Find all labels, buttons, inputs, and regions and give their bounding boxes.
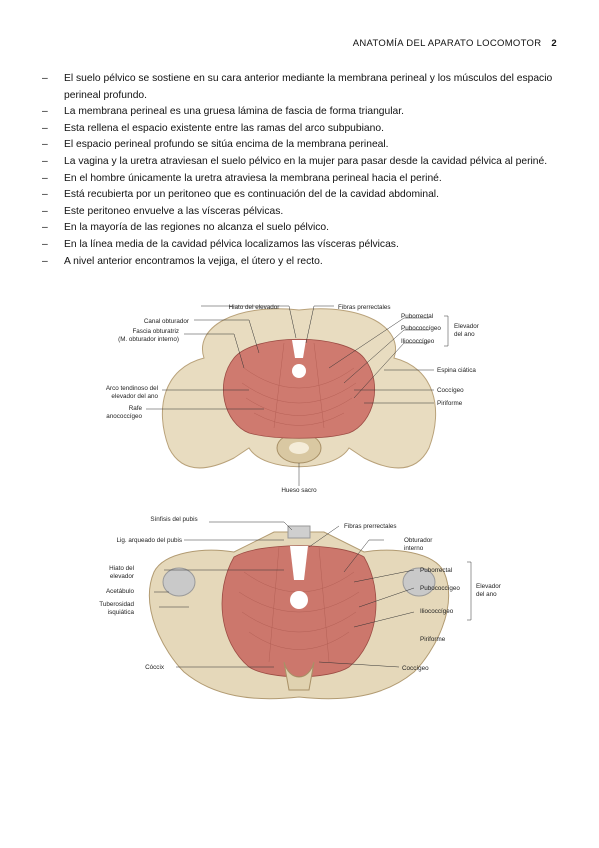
pelvic-floor-illustration-inferior: Sínfisis del pubis Lig. arqueado del pub… (99, 516, 501, 700)
label-obturador-interno: Obturador (404, 537, 432, 544)
label-puborrectal: Puborrectal (401, 313, 433, 320)
page-number: 2 (551, 38, 557, 49)
label-fascia-obturatriz: Fascia obturatriz (132, 328, 179, 335)
bullet-item: En el hombre únicamente la uretra atravi… (40, 171, 560, 188)
label-fibras-prerrectales: Fibras prerrectales (338, 304, 391, 311)
bullet-list: El suelo pélvico se sostiene en su cara … (40, 71, 560, 270)
label-elevador-ano: Elevador (454, 323, 479, 330)
bullet-item: La membrana perineal es una gruesa lámin… (40, 104, 560, 121)
label-hiato-elevador: Hiato del elevador (229, 304, 280, 311)
label-pubococcigeo: Pubococcígeo (420, 585, 460, 592)
label-piriforme: Piriforme (437, 400, 463, 407)
label-hiato-elevador-2: elevador (110, 573, 134, 580)
label-elevador-ano-2: del ano (476, 591, 497, 598)
bullet-item: El espacio perineal profundo se sitúa en… (40, 137, 560, 154)
label-acetabulo: Acetábulo (106, 588, 135, 595)
label-puborrectal: Puborrectal (420, 567, 452, 574)
label-coxis: Cóccix (145, 664, 165, 671)
bullet-item: Esta rellena el espacio existente entre … (40, 121, 560, 138)
label-coccigeo: Coccígeo (402, 665, 429, 672)
label-fibras-prerrectales: Fibras prerrectales (344, 523, 397, 530)
label-arco-tendinoso: Arco tendinoso del (106, 385, 158, 392)
label-fascia-obturatriz-2: (M. obturador interno) (118, 336, 179, 343)
label-lig-arqueado: Lig. arqueado del pubis (117, 537, 182, 544)
label-obturador-interno-2: interno (404, 545, 424, 552)
label-arco-tendinoso-2: elevador del ano (111, 393, 158, 400)
page-header: ANATOMÍA DEL APARATO LOCOMOTOR 2 (353, 38, 557, 49)
label-piriforme: Piriforme (420, 636, 446, 643)
label-canal-obturador: Canal obturador (144, 318, 189, 325)
bullet-item: El suelo pélvico se sostiene en su cara … (40, 71, 560, 104)
pelvic-floor-figure-inferior: Sínfisis del pubis Lig. arqueado del pub… (84, 512, 514, 702)
label-rafe-2: anococcígeo (106, 413, 142, 420)
label-tuberosidad: Tuberosidad (99, 601, 134, 608)
label-espina-ciatica: Espina ciática (437, 367, 476, 374)
label-iliococcigeo: Iliococcígeo (420, 608, 454, 615)
bullet-item: La vagina y la uretra atraviesan el suel… (40, 154, 560, 171)
label-sinfisis-pubis: Sínfisis del pubis (150, 516, 197, 523)
label-coccigeo: Coccígeo (437, 387, 464, 394)
header-title: ANATOMÍA DEL APARATO LOCOMOTOR (352, 38, 542, 49)
label-hueso-sacro: Hueso sacro (281, 487, 317, 494)
label-iliococcigeo: Iliococcígeo (401, 338, 435, 345)
pelvic-floor-figure-superior: Hiato del elevador Canal obturador Fasci… (84, 298, 514, 498)
bullet-item: En la línea media de la cavidad pélvica … (40, 237, 560, 254)
bullet-item: A nivel anterior encontramos la vejiga, … (40, 254, 560, 271)
bullet-item: En la mayoría de las regiones no alcanza… (40, 220, 560, 237)
label-hiato-elevador: Hiato del (109, 565, 134, 572)
label-tuberosidad-2: isquiática (108, 609, 135, 616)
label-elevador-ano-2: del ano (454, 331, 475, 338)
bullet-item: Este peritoneo envuelve a las vísceras p… (40, 204, 560, 221)
label-pubococcigeo: Pubococcígeo (401, 325, 441, 332)
pelvic-floor-illustration-superior: Hiato del elevador Canal obturador Fasci… (106, 304, 479, 494)
label-rafe: Rafe (129, 405, 143, 412)
bullet-item: Está recubierta por un peritoneo que es … (40, 187, 560, 204)
label-elevador-ano: Elevador (476, 583, 501, 590)
